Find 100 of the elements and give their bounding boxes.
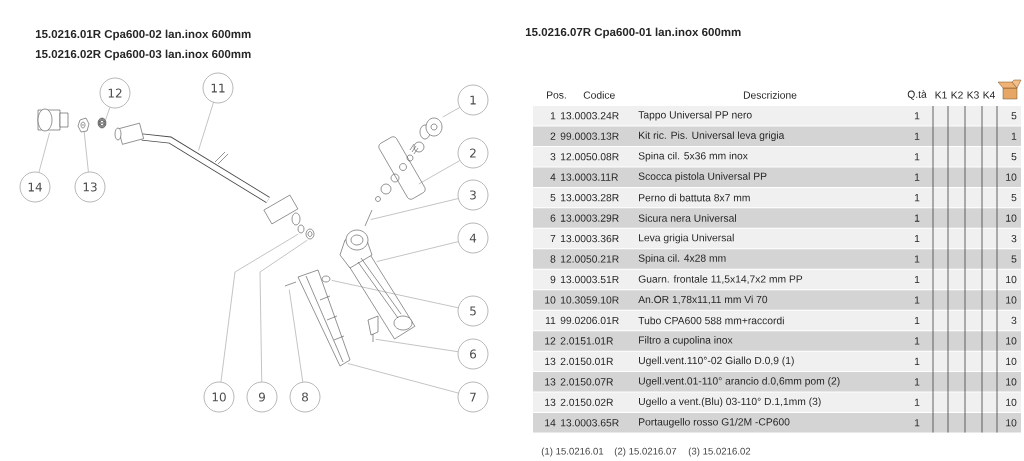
part-description: Ugello a vent.(Blu) 03-110° D.1,1mm (3)	[639, 397, 821, 408]
pack-quantity: 5	[1011, 112, 1017, 120]
leader-line	[220, 233, 299, 383]
nozzle-drawing	[77, 117, 90, 133]
part-description: Filtro a cupolina inox	[639, 336, 733, 346]
lever-drawing	[297, 269, 351, 367]
position-number: 11	[545, 316, 556, 324]
position-number: 14	[545, 419, 556, 427]
pack-quantity: 10	[1006, 214, 1017, 222]
pin-head-drawing	[321, 275, 331, 283]
position-number: 5	[550, 194, 556, 202]
part-code: 13.0003.65R	[561, 419, 619, 427]
part-description: Kit ric. Pis. Universal leva grigia	[639, 131, 785, 141]
part-description: Perno di battuta 8x7 mm	[639, 193, 750, 202]
pack-quantity: 10	[1006, 398, 1017, 406]
part-description: An.OR 1,78x11,11 mm Vi 70	[638, 295, 768, 305]
part-code: 99.0003.13R	[560, 132, 619, 140]
leader-line	[198, 102, 214, 151]
pack-quantity: 10	[1006, 173, 1017, 181]
quantity: 1	[914, 173, 920, 181]
pack-quantity: 3	[1011, 316, 1017, 325]
nozzle-holder-drawing	[37, 108, 69, 132]
position-number: 1	[550, 112, 556, 120]
part-code: 2.0150.02R	[560, 398, 613, 406]
part-code: 12.0050.21R	[561, 255, 619, 263]
pin-drawing	[284, 281, 297, 287]
part-description: Ugell.vent.01-110° arancio d.0,6mm pom (2)	[639, 377, 840, 387]
heading: 15.0216.02R Cpa600-03 lan.inox 600mm	[35, 49, 251, 61]
column-header: K2	[951, 91, 963, 99]
position-number: 3	[550, 153, 556, 161]
leader-line	[442, 107, 460, 118]
position-number: 4	[550, 173, 556, 181]
pack-quantity: 10	[1006, 378, 1017, 386]
part-code: 2.0150.07R	[560, 378, 613, 386]
part-description: Leva grigia Universal	[639, 233, 734, 244]
position-number: 8	[550, 255, 556, 263]
part-description: Tubo CPA600 588 mm+raccordi	[638, 316, 784, 325]
part-description: Scocca pistola Universal PP	[638, 172, 767, 182]
leader-line	[347, 363, 459, 394]
part-description: Ugell.vent.110°-02 Giallo D.0,9 (1)	[639, 356, 794, 367]
column-header: K4	[983, 91, 995, 99]
pack-quantity: 10	[1006, 419, 1017, 427]
leader-line	[376, 241, 459, 262]
column-header: K1	[935, 91, 947, 99]
position-number: 13	[545, 357, 556, 365]
part-code: 12.0050.08R	[561, 153, 619, 161]
pin-drawing	[364, 209, 373, 227]
part-code: 2.0150.01R	[560, 357, 613, 365]
quantity: 1	[914, 153, 920, 161]
part-code: 2.0151.01R	[560, 337, 613, 345]
position-number: 2	[550, 132, 556, 140]
footnote: (3) 15.0216.02	[688, 447, 751, 457]
pack-quantity: 5	[1011, 194, 1017, 202]
heading: 15.0216.01R Cpa600-02 lan.inox 600mm	[35, 29, 251, 41]
cap-drawing	[419, 117, 443, 140]
quantity: 1	[914, 337, 920, 345]
column-header: Pos.	[547, 91, 566, 99]
quantity: 1	[914, 296, 920, 304]
part-description: Spina cil. 5x36 mm inox	[638, 151, 748, 162]
leader-line	[83, 131, 89, 173]
part-code: 99.0206.01R	[560, 316, 619, 325]
quantity: 1	[914, 214, 920, 222]
part-code: 13.0003.36R	[561, 234, 619, 243]
footnote: (1) 15.0216.01	[541, 447, 604, 457]
quantity: 1	[914, 378, 920, 386]
leader-line	[370, 198, 459, 220]
tube-drawing	[114, 122, 301, 226]
part-description: Portaugello rosso G1/2M -CP600	[639, 418, 790, 428]
column-header: Codice	[583, 91, 615, 99]
heading: 15.0216.07R Cpa600-01 lan.inox 600mm	[525, 27, 741, 39]
part-description: Guarn. frontale 11,5x14,7x2 mm PP	[638, 275, 803, 284]
quantity: 1	[914, 255, 920, 263]
quantity: 1	[914, 316, 920, 324]
quantity: 1	[914, 419, 920, 427]
footnote: (2) 15.0216.07	[614, 447, 677, 457]
position-number: 6	[550, 214, 556, 222]
part-code: 13.0003.24R	[561, 112, 619, 120]
pack-quantity: 10	[1006, 275, 1017, 284]
column-header: Descrizione	[743, 91, 797, 99]
column-header: Q.tà	[907, 90, 927, 100]
quantity: 1	[914, 275, 920, 284]
pack-quantity: 10	[1006, 296, 1017, 304]
part-description: Tappo Universal PP nero	[638, 110, 752, 121]
leader-line	[259, 239, 308, 382]
leader-line	[331, 280, 459, 308]
position-number: 12	[545, 337, 556, 345]
part-description: Sicura nera Universal	[638, 214, 736, 222]
quantity: 1	[914, 194, 920, 202]
leader-line	[103, 107, 111, 126]
quantity: 1	[914, 235, 920, 243]
part-description: Spina cil. 4x28 mm	[638, 254, 726, 264]
pack-quantity: 10	[1006, 357, 1017, 365]
position-number: 10	[545, 296, 556, 304]
position-number: 13	[545, 378, 556, 386]
position-number: 7	[550, 235, 556, 243]
part-code: 13.0003.51R	[561, 275, 619, 284]
gun-body-drawing	[339, 229, 416, 340]
part-code: 10.3059.10R	[561, 296, 619, 304]
part-code: 13.0003.11R	[561, 173, 618, 181]
gasket-drawing	[305, 228, 315, 240]
